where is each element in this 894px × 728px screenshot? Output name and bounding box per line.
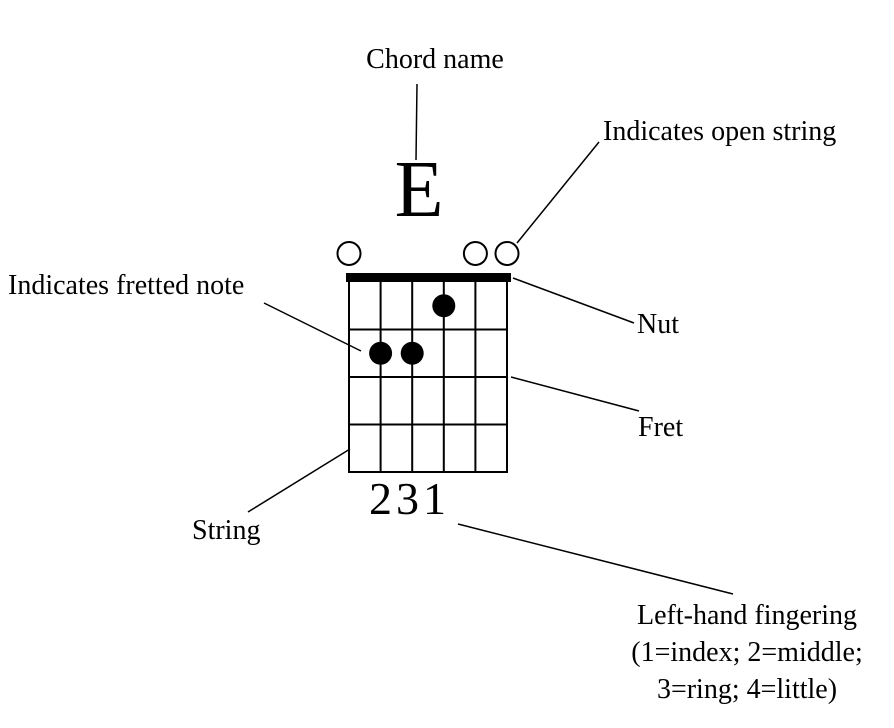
fret-leader-line: [510, 376, 640, 412]
open-string-circle: [462, 241, 488, 266]
fingering-legend-line3: 3=ring; 4=little): [656, 674, 838, 705]
fingering-legend: Left-hand fingering (1=index; 2=middle; …: [607, 597, 887, 708]
chord-name-label: Chord name: [366, 44, 504, 75]
fingering-legend-line2: (1=index; 2=middle;: [631, 637, 863, 668]
nut-label: Nut: [637, 309, 679, 340]
fretted-note-leader-line: [263, 302, 362, 352]
fretted-note-dot: [400, 341, 424, 365]
nut-leader-line: [512, 277, 635, 324]
chord-name-value: E: [394, 146, 444, 234]
fingering-numbers: 231: [369, 473, 450, 524]
chord-grid: [346, 273, 511, 473]
fretted-note-dot: [369, 341, 393, 365]
fret-label: Fret: [638, 412, 684, 443]
string-label: String: [192, 515, 261, 546]
open-string-label: Indicates open string: [603, 116, 837, 147]
string-leader-line: [247, 448, 351, 513]
fingering-legend-line1: Left-hand fingering: [636, 600, 858, 631]
open-string-leader-line: [516, 141, 600, 244]
chord-markers: [336, 241, 520, 365]
fingering-leader-line: [457, 523, 734, 595]
nut-bar: [346, 273, 511, 282]
fretted-note-label: Indicates fretted note: [8, 270, 245, 301]
leader-lines: [247, 83, 734, 595]
open-string-circle: [336, 241, 362, 266]
fretted-note-dot: [432, 294, 456, 318]
chord-name-leader-line: [415, 83, 418, 161]
open-string-circle: [494, 241, 520, 266]
